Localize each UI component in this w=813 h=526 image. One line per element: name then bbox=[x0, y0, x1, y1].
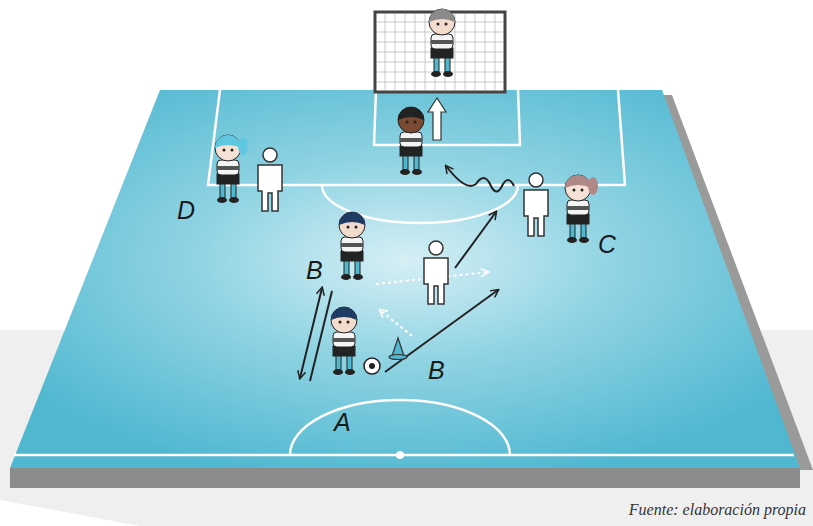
movement-arrows bbox=[300, 98, 514, 381]
player-letter: B bbox=[428, 358, 445, 383]
cone-base bbox=[389, 355, 407, 360]
player-a bbox=[331, 307, 357, 375]
center-spot bbox=[396, 451, 404, 459]
field-surface bbox=[10, 90, 800, 468]
player-b bbox=[339, 212, 365, 280]
player-c bbox=[565, 175, 598, 243]
source-caption: Fuente: elaboración propia bbox=[629, 502, 806, 518]
player-d bbox=[215, 135, 248, 203]
cone bbox=[392, 338, 404, 356]
player-letter: D bbox=[177, 198, 195, 223]
field-front bbox=[10, 468, 800, 488]
field-lines bbox=[14, 90, 794, 455]
defender-silhouette bbox=[524, 173, 548, 236]
defender-silhouette bbox=[424, 241, 448, 304]
goalkeeper bbox=[429, 9, 455, 77]
player-letter: B bbox=[306, 258, 323, 283]
player-letter: C bbox=[598, 232, 616, 257]
defender-silhouette bbox=[258, 148, 282, 211]
player-letter: A bbox=[334, 410, 351, 435]
ball bbox=[364, 358, 380, 374]
attacking-player bbox=[398, 107, 424, 175]
